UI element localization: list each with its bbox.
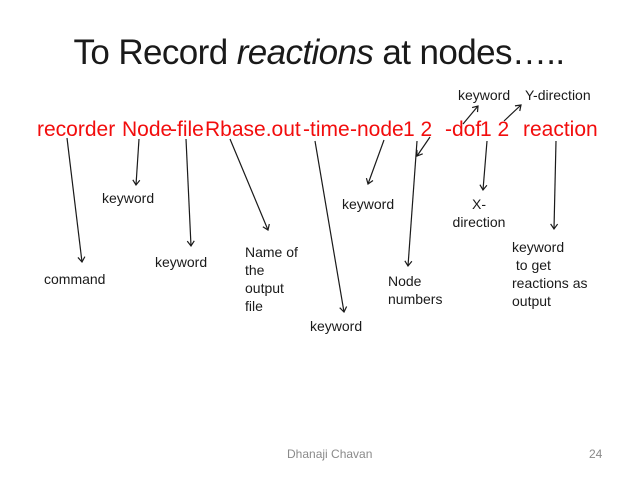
title-prefix: To Record <box>73 33 237 72</box>
command-token-reaction: reaction <box>523 118 598 141</box>
label-keyword-node-flag: keyword <box>342 196 395 212</box>
label-keyword-time: keyword <box>310 318 363 334</box>
command-token-node-flag: -node <box>350 118 404 141</box>
title-italic-word: reactions <box>236 33 374 72</box>
label-x-direction: X- direction <box>452 196 506 230</box>
label-output-file-name: Name of the output file <box>245 244 298 314</box>
command-token-file-flag: -file <box>170 118 204 141</box>
title-suffix: at nodes….. <box>373 33 565 72</box>
arrow-rbase-to-filename <box>229 138 270 231</box>
command-token-output-filename: Rbase.out <box>205 118 301 141</box>
arrow-nodeflag-to-keyword <box>365 139 385 185</box>
command-token-dof-numbers: 1 2 <box>480 118 510 141</box>
label-keyword-dof: keyword <box>458 87 511 103</box>
label-reaction-output-note: keyword to get reactions as output <box>512 239 588 309</box>
arrow-recorder-to-command <box>66 137 86 264</box>
arrow-reaction-to-note <box>550 140 559 231</box>
label-y-direction: Y-direction <box>525 87 591 103</box>
slide-title: To Record reactions at nodes….. <box>0 33 638 73</box>
command-token-node: Node <box>122 118 173 141</box>
command-token-node-numbers: 1 2 <box>403 118 433 141</box>
label-keyword-node: keyword <box>102 190 155 206</box>
arrow-nodenums-to-label <box>404 140 418 268</box>
command-token-dof-flag: -dof <box>445 118 482 141</box>
footer-author: Dhanaji Chavan <box>287 447 373 461</box>
label-node-numbers: Node numbers <box>388 273 443 307</box>
command-token-time-flag: -time <box>303 118 350 141</box>
arrow-time-to-keyword <box>314 140 348 314</box>
arrow-dof1-to-xdirection <box>479 140 488 192</box>
arrow-node-to-keyword <box>132 138 141 187</box>
label-keyword-file: keyword <box>155 254 208 270</box>
arrow-file-to-keyword <box>185 138 195 248</box>
footer-page-number: 24 <box>589 447 603 461</box>
command-token-recorder: recorder <box>37 118 116 141</box>
label-command: command <box>44 271 106 287</box>
